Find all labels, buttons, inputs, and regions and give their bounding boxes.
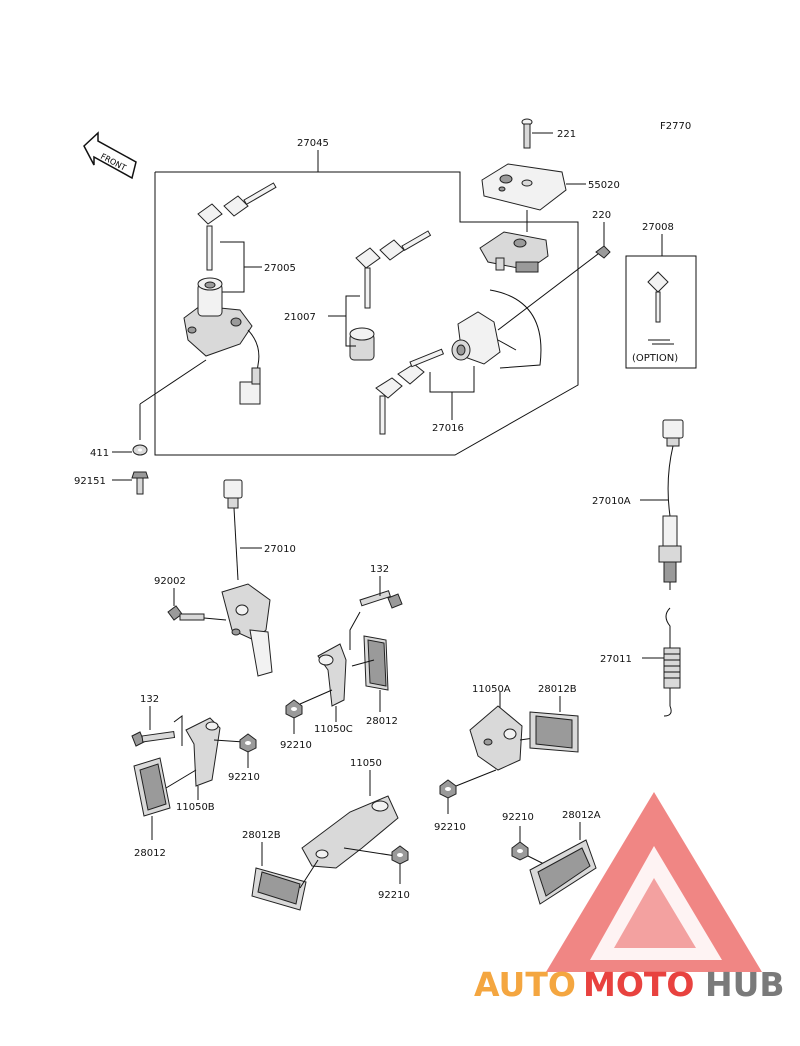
bolt-220 [497,245,611,331]
option-key-icon [647,271,674,345]
bolt-92002 [167,605,227,621]
reflector-28012A [529,839,597,905]
callout-132b: 132 [140,694,159,705]
callout-28012B-b: 28012B [242,830,281,841]
callout-92002: 92002 [154,576,186,587]
keys-21007 [355,230,432,309]
keys-27016 [375,348,445,435]
bolt-92151 [131,471,149,495]
bracket-11050 [301,795,399,869]
reflector-28012-lower [133,757,197,817]
callout-21007: 21007 [284,312,316,323]
bracket-11050C [299,643,347,707]
bolt-132-lower [131,730,176,747]
callout-11050B: 11050B [176,802,215,813]
watermark-logo [546,792,762,972]
callout-27010A: 27010A [592,496,631,507]
callout-11050C: 11050C [314,724,353,735]
washer-411 [132,444,148,456]
callout-28012A: 28012A [562,810,601,821]
callout-27011: 27011 [600,654,632,665]
switch-27010A [658,419,684,590]
bolt-132-upper [359,590,403,609]
nut-92210-d [391,845,409,865]
callout-92210b: 92210 [228,772,260,783]
figure-code: F2770 [660,121,691,132]
callout-220: 220 [592,210,611,221]
callout-27045: 27045 [297,138,329,149]
nut-92210-e [511,841,529,861]
callout-92151: 92151 [74,476,106,487]
callout-92210e: 92210 [502,812,534,823]
callout-221: 221 [557,129,576,140]
option-label: (OPTION) [632,353,678,364]
front-arrow-icon: FRONT [83,131,137,180]
reflector-28012B-right [529,711,579,753]
watermark-text-3: HUB [705,965,785,1004]
callout-28012B-a: 28012B [538,684,577,695]
nut-92210-c [439,779,457,799]
callout-28012a: 28012 [366,716,398,727]
cover-55020 [481,163,567,211]
keys-27005 [197,182,277,271]
callout-27008: 27008 [642,222,674,233]
callout-28012b: 28012 [134,848,166,859]
ignition-switch [183,277,261,405]
callout-27016: 27016 [432,423,464,434]
callout-11050A: 11050A [472,684,511,695]
switch-27010 [221,479,273,677]
lock-cylinder-21007 [349,327,375,361]
nut-92210-a [285,699,303,719]
watermark-text-2: MOTO [583,965,694,1004]
nut-92210-b [239,733,257,753]
reflector-28012B-lower [251,859,319,911]
spring-27011 [663,607,681,717]
option-box [625,255,697,369]
watermark-text-1: AUTO [474,965,576,1004]
callout-92210d: 92210 [378,890,410,901]
callout-27005: 27005 [264,263,296,274]
callout-27010: 27010 [264,544,296,555]
screw-221 [521,118,533,149]
bracket-11050A [455,705,549,787]
callout-55020: 55020 [588,180,620,191]
callout-92210c: 92210 [434,822,466,833]
bracket-11050B [185,717,245,787]
callout-411: 411 [90,448,109,459]
seat-lock-assembly [451,289,542,369]
callout-132a: 132 [370,564,389,575]
set-outline-27045 [154,171,579,456]
callout-92210a: 92210 [280,740,312,751]
callout-11050: 11050 [350,758,382,769]
reflector-28012-upper [351,635,389,691]
lock-bracket [479,231,549,273]
